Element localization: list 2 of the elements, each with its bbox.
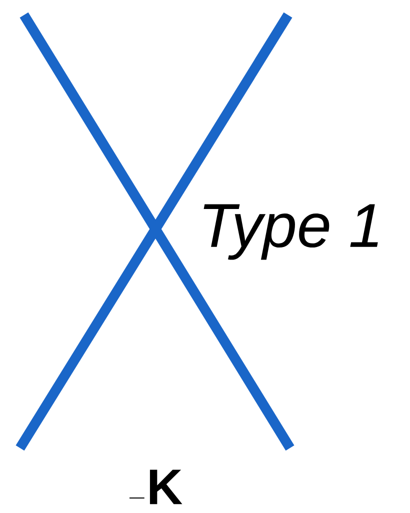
type-label: Type 1 xyxy=(204,204,378,260)
point-label: $-\mathbf{K}$ xyxy=(129,470,182,504)
